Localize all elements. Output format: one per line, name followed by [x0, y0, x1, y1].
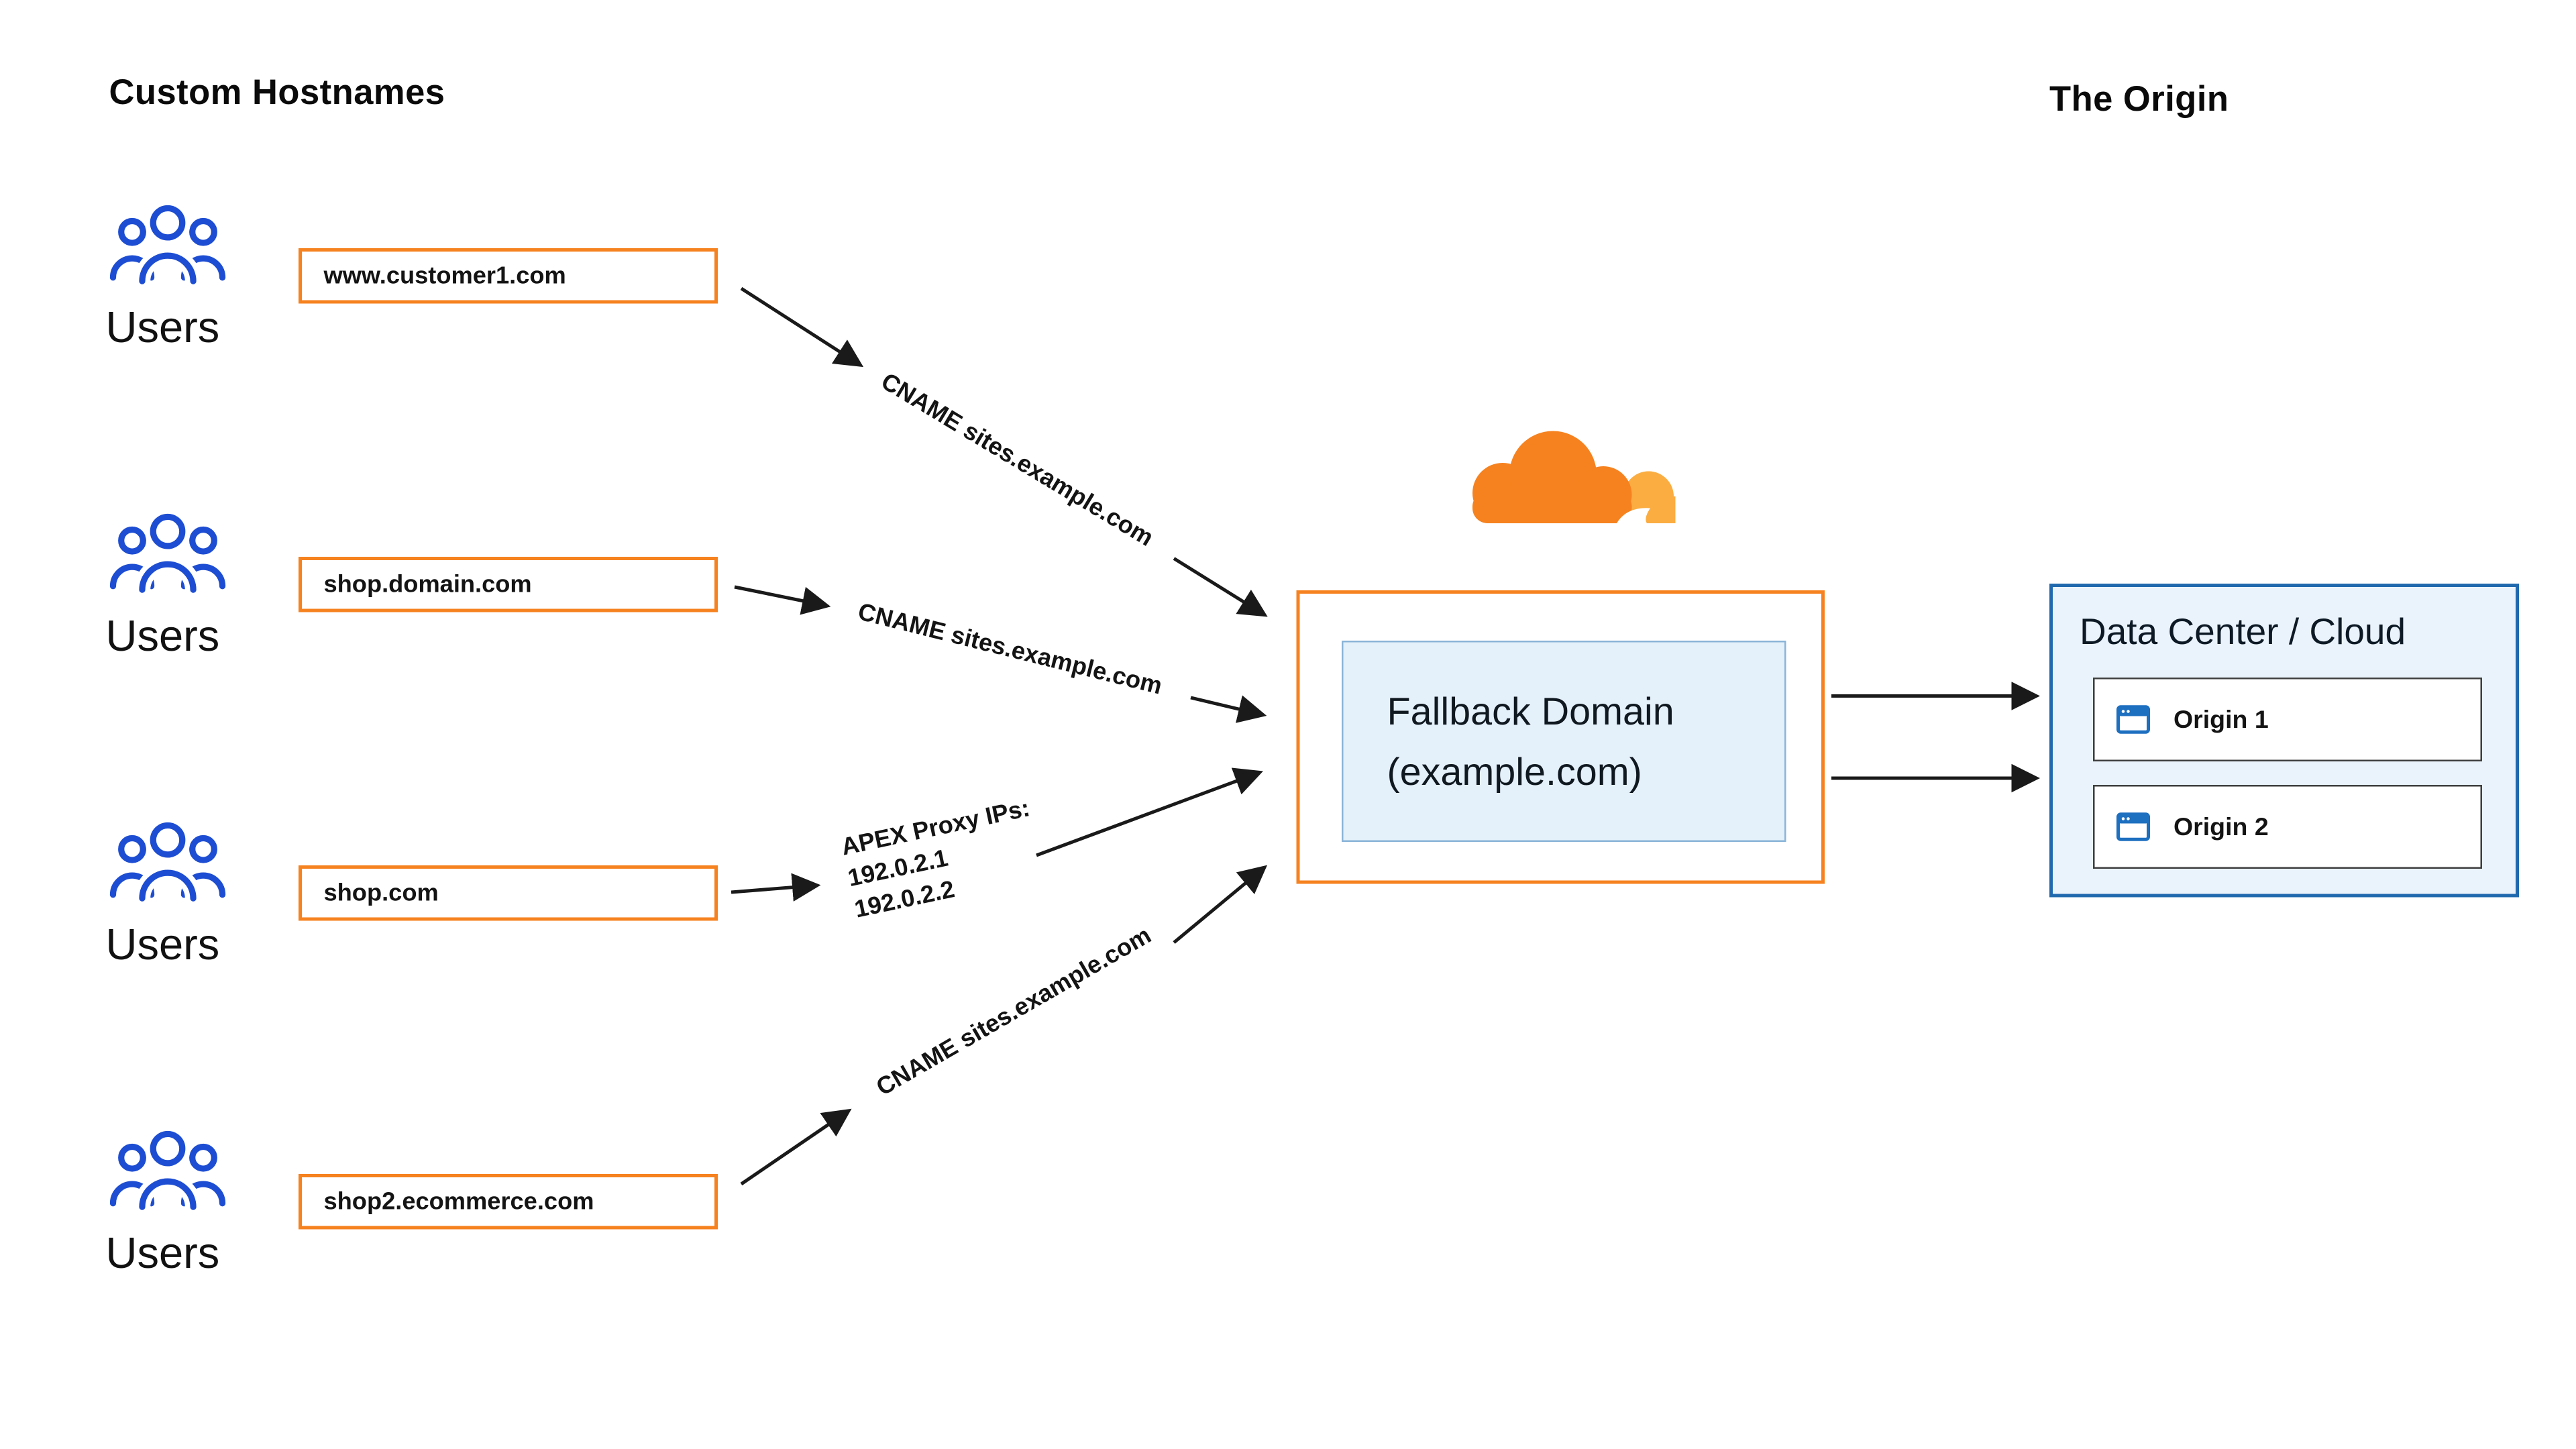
browser-window-icon [2116, 812, 2150, 841]
section-title-custom-hostnames: Custom Hostnames [109, 74, 445, 113]
users-icon [109, 205, 226, 288]
hostname-box-shop2-ecommerce: shop2.ecommerce.com [299, 1174, 718, 1230]
arrow-apex-start [731, 873, 821, 902]
users-icon [109, 1130, 226, 1214]
origin-server-2: Origin 2 [2093, 785, 2482, 869]
user-group-4: Users [106, 1130, 240, 1280]
cloudflare-logo [1472, 431, 1676, 523]
arrow-cname-1-start [740, 286, 864, 368]
users-icon [109, 513, 226, 597]
fallback-domain-box: Fallback Domain (example.com) [1342, 641, 1786, 842]
origin-label: Origin 1 [2174, 705, 2269, 734]
arrow-cname-2-start [734, 585, 831, 615]
hostname-label: shop.com [323, 879, 439, 907]
origin-server-1: Origin 1 [2093, 678, 2482, 761]
browser-window-icon [2116, 705, 2150, 734]
user-group-3: Users [106, 822, 240, 971]
hostname-label: www.customer1.com [323, 262, 566, 290]
arrow-cname-1-end [1173, 557, 1268, 617]
datacenter-box: Data Center / Cloud Origin 1 Origin 2 [2049, 584, 2519, 898]
users-label: Users [105, 1228, 220, 1278]
users-label: Users [105, 302, 220, 352]
users-label: Users [105, 919, 220, 969]
user-group-2: Users [106, 513, 240, 663]
arrow-cname-2-end [1190, 695, 1267, 723]
fallback-domain-outer-box: Fallback Domain (example.com) [1296, 590, 1825, 884]
user-group-1: Users [106, 205, 240, 354]
hostname-box-shop-domain: shop.domain.com [299, 557, 718, 612]
hostname-label: shop2.ecommerce.com [323, 1188, 594, 1216]
section-title-the-origin: The Origin [2049, 80, 2229, 119]
arrow-apex-end [1036, 767, 1263, 857]
users-icon [109, 822, 226, 906]
datacenter-title: Data Center / Cloud [2080, 610, 2406, 653]
hostname-label: shop.domain.com [323, 571, 532, 598]
hostname-box-customer1: www.customer1.com [299, 248, 718, 304]
origin-label: Origin 2 [2174, 812, 2269, 841]
arrow-cname-4-end [1173, 865, 1268, 944]
users-label: Users [105, 610, 220, 661]
hostname-box-shop: shop.com [299, 865, 718, 921]
arrow-cname-4-start [740, 1108, 852, 1186]
fallback-domain-subtitle: (example.com) [1387, 749, 1642, 793]
fallback-domain-title: Fallback Domain [1387, 688, 1674, 733]
